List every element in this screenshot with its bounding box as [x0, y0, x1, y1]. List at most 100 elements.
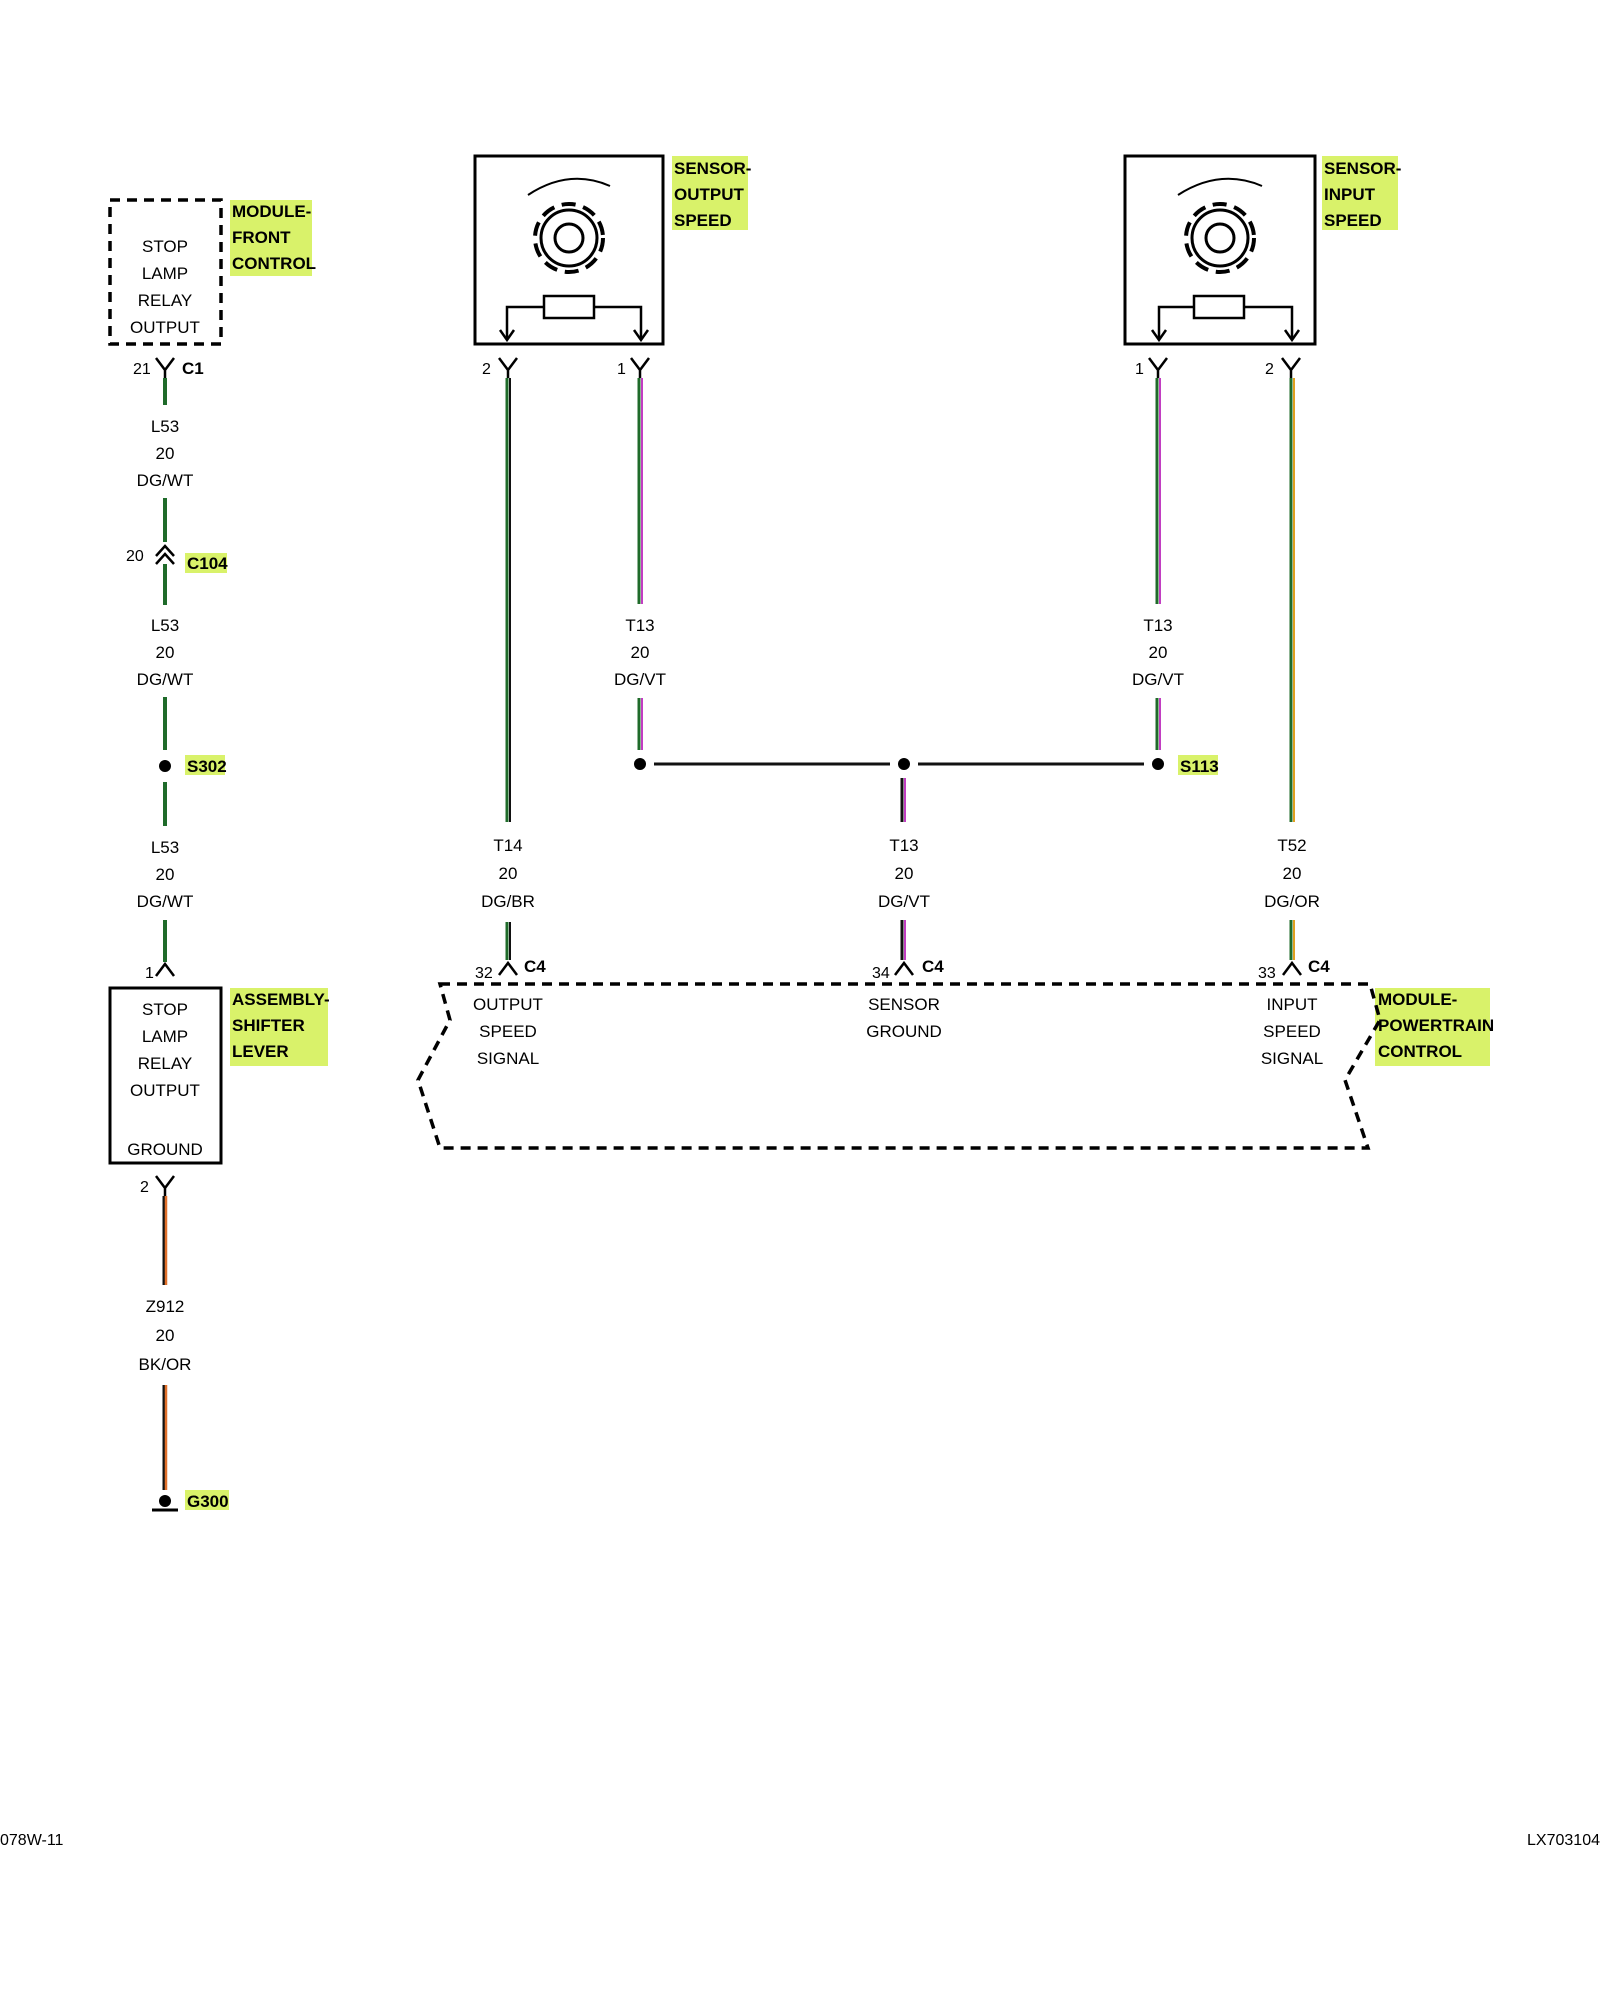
sensor-output-name-3: SPEED [674, 211, 732, 230]
module-powertrain-control-highlight [1375, 988, 1490, 1066]
pcm-pin-33-connector: C4 [1308, 957, 1330, 976]
pcm-name-1: MODULE- [1378, 990, 1457, 1009]
s113-splice [1152, 758, 1164, 770]
sensor-input-speed-box [1123, 154, 1317, 346]
pcm-pin-34: 34 C4 [872, 957, 944, 982]
z912-circuit: Z912 [146, 1297, 185, 1316]
s113-label: S113 [1180, 757, 1219, 776]
module-front-control-highlight [230, 200, 312, 276]
sensor-input-pin-2: 2 [1265, 361, 1274, 378]
sensor-output-speed-box [473, 154, 665, 346]
c104-pin: 20 [126, 548, 144, 565]
shifter-name-1: ASSEMBLY- [232, 990, 330, 1009]
sensor-output-name-2: OUTPUT [674, 185, 745, 204]
t14-gauge: 20 [499, 864, 518, 883]
footer-right-code: LX703104 [1527, 1832, 1600, 1849]
sensor-resistor-icon [1192, 294, 1246, 320]
wire-t14: T14 20 DG/BR [481, 378, 535, 960]
t13-mid-gauge: 20 [895, 864, 914, 883]
t13-right-circuit: T13 [1143, 616, 1172, 635]
shifter-name-3: LEVER [232, 1042, 289, 1061]
shifter-name-2: SHIFTER [232, 1016, 305, 1035]
t13-right-color: DG/VT [1132, 670, 1184, 689]
t14-color: DG/BR [481, 892, 535, 911]
output-sensor-pin1-connector [630, 357, 650, 378]
rotation-arc-icon [1177, 177, 1263, 196]
input-sensor-pin1-connector [1148, 357, 1168, 378]
module-powertrain-control-box [416, 982, 1382, 1150]
sensor-input-speed-highlight [1322, 156, 1398, 230]
l53-a-circuit: L53 [151, 417, 179, 436]
shifter-pin-top: 1 [145, 965, 154, 982]
gear-icon [1184, 202, 1256, 274]
t13-left-gauge: 20 [631, 643, 650, 662]
z912-color: BK/OR [139, 1355, 192, 1374]
s302-label: S302 [187, 757, 227, 776]
z912-gauge: 20 [156, 1326, 175, 1345]
pcm-name-3: CONTROL [1378, 1042, 1462, 1061]
front-control-line-3: RELAY [138, 291, 193, 310]
front-control-line-1: STOP [142, 237, 188, 256]
t13-mid-circuit: T13 [889, 836, 918, 855]
splice-dot-center [898, 758, 910, 770]
c104-connector-symbol [155, 544, 175, 565]
wire-t13-left: T13 20 DG/VT [614, 378, 666, 750]
wire-t13-right: T13 20 DG/VT [1132, 378, 1184, 750]
sensor-input-name-3: SPEED [1324, 211, 1382, 230]
sensor-output-pin-2: 2 [482, 361, 491, 378]
module-front-control: STOP LAMP RELAY OUTPUT MODULE- FRONT CON… [108, 198, 316, 378]
l53-c-gauge: 20 [156, 865, 175, 884]
shifter-line-3: RELAY [138, 1054, 193, 1073]
gear-icon [533, 202, 605, 274]
shifter-pin-bottom: 2 [140, 1179, 149, 1196]
wire-z912: 2 Z912 20 BK/OR G300 [139, 1175, 229, 1512]
t14-circuit: T14 [493, 836, 522, 855]
sensor-resistor-icon [542, 294, 596, 320]
c104-highlight [185, 553, 227, 573]
s302-highlight [185, 755, 225, 775]
wire-t52: T52 20 DG/OR [1264, 378, 1320, 960]
input-sensor-pin2-connector [1281, 357, 1301, 378]
assembly-shifter-lever-highlight [230, 988, 328, 1066]
shifter-pin2-connector-symbol [155, 1175, 175, 1196]
pcm-input-line-3: SIGNAL [1261, 1049, 1323, 1068]
shifter-line-1: STOP [142, 1000, 188, 1019]
pcm-pin-33-number: 33 [1258, 965, 1276, 982]
pcm-input-line-1: INPUT [1267, 995, 1318, 1014]
pcm-output-line-3: SIGNAL [477, 1049, 539, 1068]
sensor-input-name-1: SENSOR- [1324, 159, 1401, 178]
g300-ground-dot [159, 1495, 171, 1507]
pcm-pin-32-number: 32 [475, 965, 493, 982]
splice-dot-left [634, 758, 646, 770]
l53-b-color: DG/WT [137, 670, 194, 689]
t13-right-gauge: 20 [1149, 643, 1168, 662]
l53-a-gauge: 20 [156, 444, 175, 463]
pcm-pin-32: 32 C4 [475, 957, 546, 982]
front-control-line-2: LAMP [142, 264, 188, 283]
sensor-output-speed-highlight [672, 156, 748, 230]
g300-label: G300 [187, 1492, 229, 1511]
pcm-pin-32-connector: C4 [524, 957, 546, 976]
sensor-input-pin-1: 1 [1135, 361, 1144, 378]
front-control-name-1: MODULE- [232, 202, 311, 221]
shifter-line-2: LAMP [142, 1027, 188, 1046]
pcm-pin-33: 33 C4 [1258, 957, 1330, 982]
front-control-name-3: CONTROL [232, 254, 316, 273]
sensor-output-pin-1: 1 [617, 361, 626, 378]
c1-connector-symbol [155, 357, 175, 378]
l53-c-circuit: L53 [151, 838, 179, 857]
assembly-shifter-lever: STOP LAMP RELAY OUTPUT GROUND ASSEMBLY- … [108, 986, 330, 1165]
assembly-shifter-lever-box [108, 986, 223, 1165]
sensor-output-speed: SENSOR- OUTPUT SPEED 2 1 [473, 154, 751, 378]
sensor-input-name-2: INPUT [1324, 185, 1376, 204]
pcm-pin-34-connector: C4 [922, 957, 944, 976]
pcm-name-2: POWERTRAIN [1378, 1016, 1494, 1035]
t52-circuit: T52 [1277, 836, 1306, 855]
shifter-ground-label: GROUND [127, 1140, 203, 1159]
t13-mid-color: DG/VT [878, 892, 930, 911]
t52-gauge: 20 [1283, 864, 1302, 883]
wire-l53: L53 20 DG/WT 20 C104 L53 20 DG/WT S302 L… [126, 357, 228, 982]
pcm-pin-34-number: 34 [872, 965, 890, 982]
l53-c-color: DG/WT [137, 892, 194, 911]
